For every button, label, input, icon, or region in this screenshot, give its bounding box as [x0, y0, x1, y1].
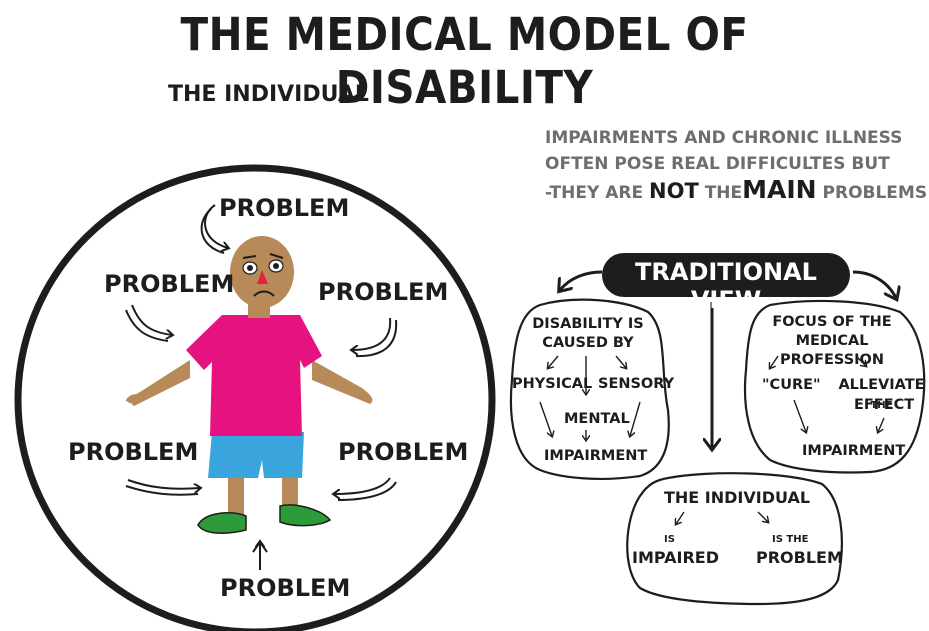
problem-label-lower-right: PROBLEM — [338, 438, 469, 466]
box-small-arrows — [539, 355, 885, 524]
is-the-label: IS THE — [772, 534, 809, 545]
problem-label-lower-left: PROBLEM — [68, 438, 199, 466]
bottom-box-problem: PROBLEM — [756, 548, 843, 567]
problem-arrows — [125, 204, 398, 570]
left-box-title-line-2: CAUSED BY — [542, 335, 634, 351]
left-box-title-line-1: DISABILITY IS — [532, 316, 644, 332]
alleviate-line: ALLEVIATE THE — [834, 376, 929, 415]
note-not: NOT — [649, 179, 699, 203]
subtitle: THE INDIVIDUAL — [168, 82, 369, 107]
problem-label-upper-left: PROBLEM — [104, 270, 235, 298]
note-line-1: IMPAIRMENTS AND CHRONIC ILLNESS — [545, 128, 903, 148]
alleviate-label: ALLEVIATE — [838, 377, 925, 393]
view-arrows — [560, 270, 896, 448]
right-box-impairment: IMPAIRMENT — [802, 443, 906, 459]
note-text: IMPAIRMENTS AND CHRONIC ILLNESS OFTEN PO… — [545, 125, 927, 206]
mental-label: MENTAL — [564, 411, 630, 427]
individual-circle — [14, 164, 496, 631]
physical-label: PHYSICAL — [512, 376, 593, 392]
left-cloud-box — [509, 298, 670, 480]
right-box-title: FOCUS OF THE MEDICAL PROFESSION — [752, 313, 912, 370]
traditional-view-pill — [602, 253, 850, 297]
person-figure — [125, 236, 373, 534]
page-title: THE MEDICAL MODEL OF DISABILITY — [180, 8, 749, 114]
impaired-label: IMPAIRED — [632, 548, 719, 567]
note-the: THE — [704, 183, 743, 203]
right-box-title-line-2: MEDICAL PROFESSION — [779, 333, 885, 368]
problem-label-top: PROBLEM — [219, 194, 350, 222]
right-box-title-line-1: FOCUS OF THE — [772, 314, 892, 330]
note-line-3-prefix: -THEY ARE — [545, 183, 644, 203]
bottom-box-title: THE INDIVIDUAL — [664, 488, 811, 507]
note-line-2: OFTEN POSE REAL DIFFICULTES BUT — [545, 154, 890, 174]
effect-label: EFFECT — [854, 397, 915, 413]
cure-label: "CURE" — [762, 377, 821, 393]
traditional-view-label: TRADITIONAL VIEW — [635, 258, 817, 314]
is-label: IS — [664, 534, 675, 545]
problem-label-upper-right: PROBLEM — [318, 278, 449, 306]
bottom-cloud-box — [626, 472, 843, 606]
left-box-impairment: IMPAIRMENT — [544, 448, 648, 464]
note-main: MAIN — [742, 175, 817, 204]
alleviate-the: THE — [870, 400, 893, 411]
right-cloud-box — [743, 299, 926, 474]
note-line-3: -THEY ARE NOT THEMAIN PROBLEMS — [545, 177, 927, 206]
problem-label-bottom: PROBLEM — [220, 574, 351, 602]
left-box-title: DISABILITY IS CAUSED BY — [528, 315, 648, 353]
sensory-label: SENSORY — [598, 376, 675, 392]
note-line-3-suffix: PROBLEMS — [822, 183, 928, 203]
